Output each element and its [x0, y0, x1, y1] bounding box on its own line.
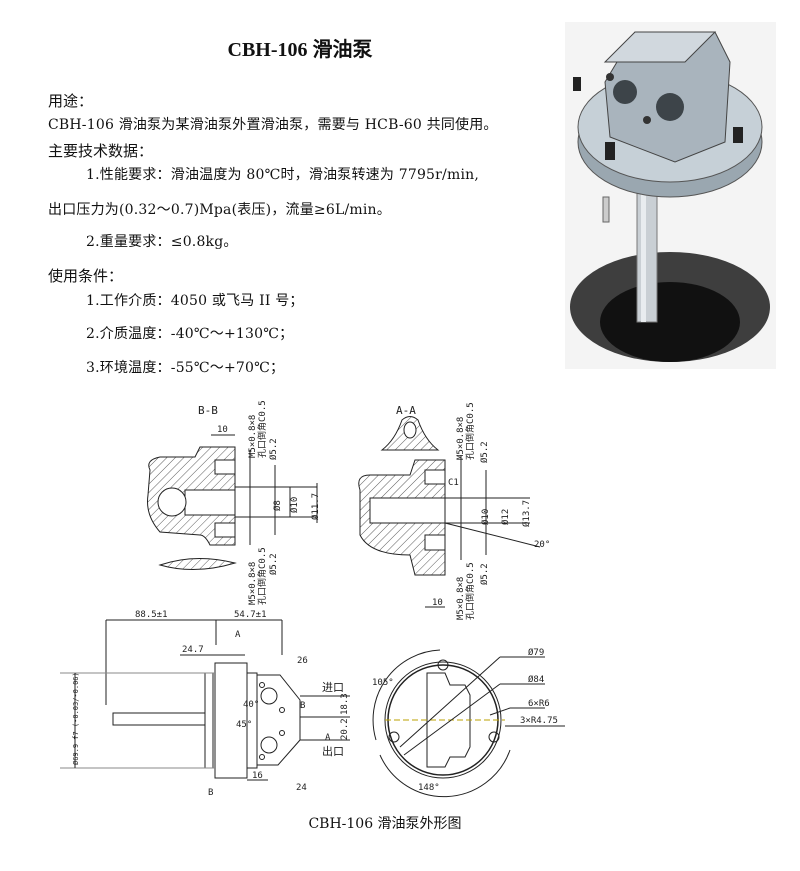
- condition-item: 3.环境温度：-55℃～+70℃；: [86, 360, 285, 376]
- dimension-label: 16: [252, 771, 263, 781]
- dimension-label: 进口: [322, 681, 344, 694]
- dimension-label: 出口: [322, 744, 344, 758]
- usage-text: CBH-106 滑油泵为某滑油泵外置滑油泵，需要与 HCB-60 共同使用。: [48, 117, 498, 133]
- dimension-label: 54.7±1: [234, 610, 267, 620]
- dimension-label: 18.3: [340, 693, 350, 715]
- dimension-label: Ø5.2: [268, 553, 279, 575]
- drawing-caption: CBH-106 滑油泵外形图: [308, 816, 462, 832]
- dimension-label: M5×0.8×8: [248, 562, 258, 605]
- dimension-label: Ø79: [528, 647, 544, 658]
- dimension-label: 3×R4.75: [520, 716, 558, 726]
- dimension-label: B: [300, 701, 305, 711]
- dimension-label: Ø5.2: [479, 563, 490, 585]
- dimension-label: Ø5.2: [479, 441, 490, 463]
- condition-item: 1.工作介质：4050 或飞马 II 号；: [86, 293, 304, 309]
- dimension-label: A: [325, 733, 331, 743]
- dimension-label: 孔口倒角C0.5: [464, 562, 476, 620]
- dimension-label: 10: [432, 598, 443, 608]
- dimension-label: 孔口倒角C0.5: [464, 402, 476, 460]
- dimension-label: Ø5.2: [268, 438, 279, 460]
- side-view: 88.5±1 54.7±1 24.7 Ø69.9 f7 (-0.03/-0.06…: [60, 610, 350, 798]
- dimension-label: Ø13.7: [521, 500, 532, 527]
- dimension-label: Ø84: [528, 674, 544, 685]
- dimension-label: 24: [296, 783, 307, 793]
- specs-heading: 主要技术数据：: [48, 142, 154, 160]
- page-title: CBH-106 滑油泵: [227, 39, 373, 61]
- dimension-label: 10: [217, 425, 228, 435]
- dimension-label: 孔口倒角C0.5: [256, 547, 268, 605]
- dimension-label: 45°: [236, 720, 252, 730]
- dimension-label: Ø8: [272, 500, 283, 511]
- dimension-label: 26: [297, 656, 308, 666]
- conditions-heading: 使用条件：: [48, 267, 124, 285]
- dimension-label: Ø11.7: [310, 493, 321, 520]
- dimension-label: 24.7: [182, 645, 204, 655]
- dimension-label: 6×R6: [528, 699, 550, 709]
- dimension-label: C1: [448, 478, 459, 488]
- pump-render-image: [565, 22, 776, 369]
- dimension-label: 88.5±1: [135, 610, 168, 620]
- usage-heading: 用途：: [48, 92, 94, 110]
- section-bb-label: B-B: [198, 404, 218, 417]
- dimension-label: Ø10: [289, 497, 300, 513]
- spec-item-1-cont: 出口压力为(0.32～0.7)Mpa(表压)，流量≥6L/min。: [48, 202, 391, 218]
- condition-item: 2.介质温度：-40℃～+130℃；: [86, 326, 294, 342]
- dimension-label: A: [235, 630, 241, 640]
- end-view: Ø79 Ø84 6×R6 3×R4.75 105° 148°: [372, 647, 565, 798]
- section-aa-view: A-A C1 M5×0.8×8 孔口倒角C0.5 Ø5.2 Ø10 Ø12 Ø1…: [358, 402, 550, 620]
- dimension-label: Ø69.9 f7 (-0.03/-0.06): [72, 672, 80, 765]
- dimension-label: 148°: [418, 783, 440, 793]
- spec-item-1: 1.性能要求：滑油温度为 80℃时，滑油泵转速为 7795r/min,: [86, 167, 479, 183]
- dimension-label: 40°: [243, 700, 259, 710]
- spec-item-2: 2.重量要求：≤0.8kg。: [86, 234, 238, 250]
- dimension-label: B: [208, 788, 213, 798]
- technical-drawing: B-B 10 M5×0.8×8 孔口倒角C0.5 Ø5.2 Ø8 Ø10 Ø11…: [60, 400, 565, 798]
- dimension-label: 20°: [534, 540, 550, 550]
- dimension-label: Ø12: [500, 509, 511, 525]
- section-bb-view: B-B 10 M5×0.8×8 孔口倒角C0.5 Ø5.2 Ø8 Ø10 Ø11…: [147, 400, 321, 605]
- dimension-label: 孔口倒角C0.5: [256, 400, 268, 458]
- dimension-label: M5×0.8×8: [456, 577, 466, 620]
- dimension-label: 20.2: [340, 718, 350, 740]
- dimension-label: M5×0.8×8: [456, 417, 466, 460]
- dimension-label: Ø10: [480, 509, 491, 525]
- section-aa-label: A-A: [396, 404, 416, 417]
- dimension-label: M5×0.8×8: [248, 415, 258, 458]
- dimension-label: 105°: [372, 678, 394, 688]
